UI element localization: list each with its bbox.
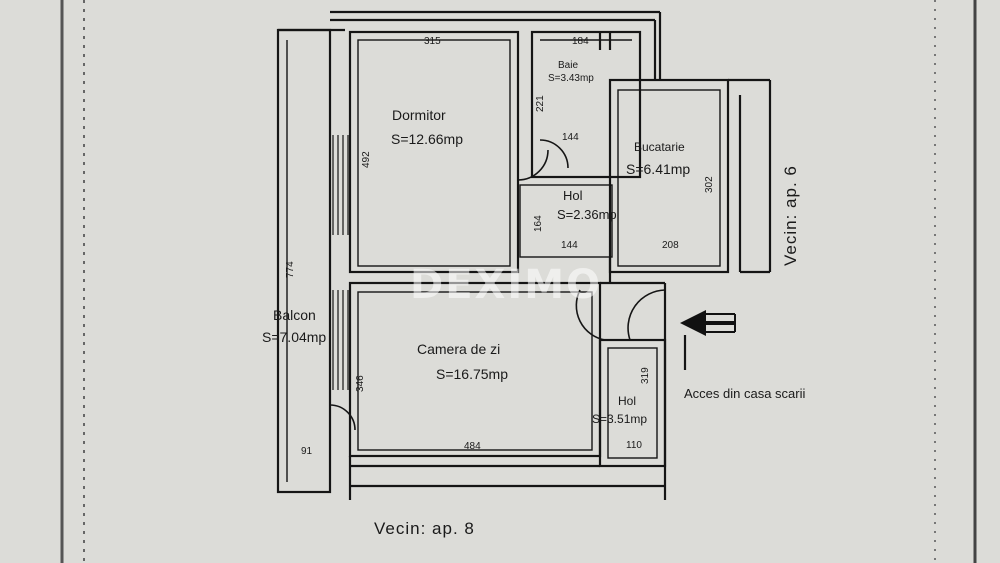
dim-484: 484 [464, 441, 481, 452]
wall-bedroom-inner [357, 39, 511, 267]
room-area-baie: S=3.43mp [548, 73, 594, 84]
wall-bathroom [530, 30, 642, 179]
wall-inner-hall [519, 184, 613, 258]
wall-entrance-hall-inner [607, 347, 658, 459]
room-name-dormitor: Dormitor [392, 107, 446, 123]
arrow-left-icon [680, 310, 736, 336]
room-area-dormitor: S=12.66mp [391, 131, 463, 147]
living-window [332, 290, 349, 390]
dim-315: 315 [424, 36, 441, 47]
room-area-camera-de-zi: S=16.75mp [436, 366, 508, 382]
wall-kitchen-inner [617, 89, 721, 267]
dim-91: 91 [301, 446, 313, 457]
room-area-bucatarie: S=6.41mp [626, 161, 691, 177]
room-area-hol-intrare: S=3.51mp [592, 412, 648, 426]
neighbor-bottom-label: Vecin: ap. 8 [374, 519, 475, 538]
wall-living-room-inner [357, 291, 593, 451]
wall-bedroom [348, 30, 520, 274]
room-name-balcon: Balcon [273, 307, 316, 323]
room-area-hol-interior: S=2.36mp [557, 207, 617, 222]
dim-221: 221 [535, 95, 546, 112]
door-swing-entrance [627, 289, 666, 341]
room-name-hol-interior: Hol [563, 188, 583, 203]
door-swing-bathroom [539, 139, 569, 169]
dim-164: 164 [533, 215, 544, 232]
dim-110: 110 [626, 440, 642, 451]
room-name-baie: Baie [558, 60, 579, 71]
door-swing-bedroom [517, 149, 549, 181]
room-name-bucatarie: Bucatarie [634, 140, 685, 154]
dim-492: 492 [361, 151, 372, 168]
dim-144-top: 144 [562, 132, 579, 143]
dim-302: 302 [704, 176, 715, 193]
door-swing-balcony [329, 404, 356, 431]
room-name-hol-intrare: Hol [618, 394, 637, 408]
dim-144-bottom: 144 [561, 240, 578, 251]
dim-346: 346 [355, 375, 366, 392]
neighbor-right-label: Vecin: ap. 6 [781, 165, 800, 266]
door-swing-living [575, 289, 606, 341]
dim-319: 319 [640, 367, 651, 384]
bedroom-window [332, 135, 349, 235]
watermark-logo: DEXIMO [410, 262, 603, 308]
dim-774: 774 [285, 261, 296, 278]
room-area-balcon: S=7.04mp [262, 329, 327, 345]
dim-184: 184 [572, 36, 589, 47]
dim-208: 208 [662, 240, 679, 251]
access-note: Acces din casa scarii [684, 386, 806, 401]
room-name-camera-de-zi: Camera de zi [417, 341, 501, 357]
wall-kitchen [608, 78, 730, 274]
